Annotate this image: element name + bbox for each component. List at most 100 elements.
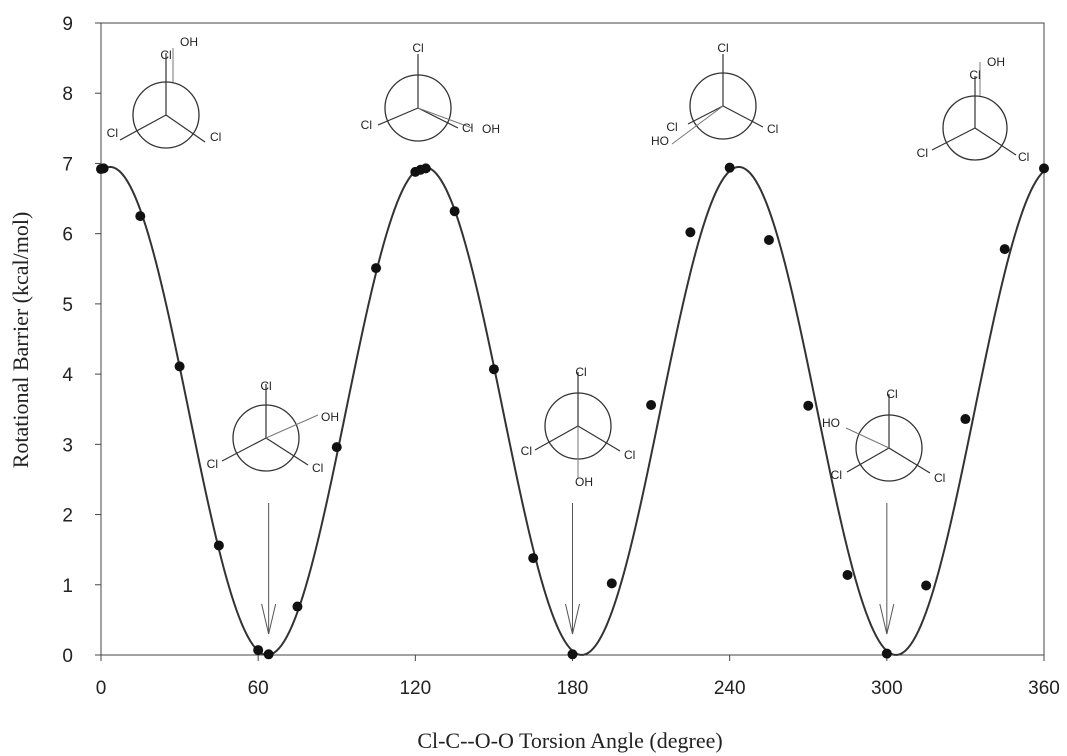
data-point — [292, 601, 303, 612]
substituent-label: Cl — [624, 448, 635, 462]
substituent-label: OH — [575, 475, 593, 489]
data-point — [960, 414, 971, 425]
y-tick-label: 4 — [62, 365, 73, 386]
substituent-label: Cl — [361, 118, 372, 132]
data-point — [646, 400, 657, 411]
x-tick-label: 360 — [1028, 678, 1060, 699]
x-tick-label: 120 — [399, 678, 431, 699]
substituent-label: Cl — [767, 122, 778, 136]
substituent-label: OH — [180, 35, 198, 49]
substituent-label: Cl — [917, 146, 928, 160]
front-bond — [687, 105, 724, 125]
back-bond — [671, 105, 724, 145]
data-point — [98, 163, 109, 174]
x-tick-label: 60 — [248, 678, 269, 699]
front-bond — [265, 437, 309, 466]
data-point — [842, 569, 853, 580]
substituent-label: Cl — [717, 41, 728, 55]
substituent-label: Cl — [462, 121, 473, 135]
front-bond — [888, 447, 931, 474]
substituent-label: Cl — [1018, 150, 1029, 164]
data-point — [724, 162, 735, 173]
substituent-label: Cl — [969, 68, 980, 82]
substituent-label: Cl — [312, 461, 323, 475]
data-point — [488, 364, 499, 375]
front-bond — [417, 107, 459, 129]
arrow-head — [565, 603, 580, 635]
substituent-label: Cl — [210, 130, 221, 144]
substituent-label: Cl — [575, 365, 586, 379]
y-tick-label: 8 — [62, 84, 73, 105]
substituent-label: Cl — [521, 444, 532, 458]
data-point — [685, 227, 696, 238]
substituent-label: Cl — [260, 379, 271, 393]
data-point — [606, 578, 617, 589]
substituent-label: Cl — [886, 387, 897, 401]
front-bond — [221, 437, 267, 462]
data-point — [999, 244, 1010, 255]
substituent-label: Cl — [666, 120, 677, 134]
data-point — [567, 649, 578, 660]
minimum-arrow — [879, 503, 895, 635]
arrow-head — [261, 603, 277, 635]
y-axis-title: Rotational Barrier (kcal/mol) — [8, 212, 33, 469]
front-bond — [377, 107, 419, 126]
y-tick-label: 6 — [62, 225, 73, 246]
data-point — [371, 263, 382, 274]
substituent-label: HO — [651, 134, 669, 148]
back-bond — [845, 427, 890, 449]
data-point — [135, 211, 146, 222]
x-tick-label: 240 — [714, 678, 746, 699]
data-point — [420, 163, 431, 174]
minimum-arrow — [565, 503, 580, 635]
data-point — [174, 361, 185, 372]
substituent-label: Cl — [934, 471, 945, 485]
data-point — [263, 649, 274, 660]
y-tick-label: 5 — [62, 295, 73, 316]
data-point — [763, 234, 774, 245]
front-bond — [846, 447, 890, 473]
data-points — [96, 162, 1049, 660]
x-tick-label: 180 — [557, 678, 589, 699]
substituent-label: OH — [321, 410, 339, 424]
y-tick-label: 2 — [62, 506, 73, 527]
back-bond — [417, 107, 473, 129]
y-tick-label: 3 — [62, 435, 73, 456]
data-point — [331, 442, 342, 453]
y-tick-label: 7 — [62, 154, 73, 175]
arrow-head — [879, 603, 895, 635]
substituent-label: Cl — [412, 41, 423, 55]
minimum-arrows — [261, 503, 895, 635]
substituent-label: OH — [482, 122, 500, 136]
front-bond — [577, 425, 621, 452]
data-point — [921, 580, 932, 591]
data-point — [803, 400, 814, 411]
data-point — [528, 553, 539, 564]
y-tick-label: 0 — [62, 646, 73, 667]
y-tick-label: 9 — [62, 14, 73, 35]
substituent-label: Cl — [107, 126, 118, 140]
data-point — [881, 648, 892, 659]
front-bond — [722, 105, 764, 128]
substituent-label: Cl — [831, 468, 842, 482]
x-axis-title: Cl-C--O-O Torsion Angle (degree) — [417, 728, 722, 753]
front-bond — [931, 127, 976, 151]
front-bond — [119, 114, 167, 141]
back-bond — [265, 414, 319, 439]
front-bond — [534, 425, 579, 451]
data-point — [449, 206, 460, 217]
substituent-label: HO — [822, 416, 840, 430]
x-tick-label: 0 — [96, 678, 107, 699]
front-bond — [165, 114, 206, 143]
substituent-label: Cl — [207, 457, 218, 471]
